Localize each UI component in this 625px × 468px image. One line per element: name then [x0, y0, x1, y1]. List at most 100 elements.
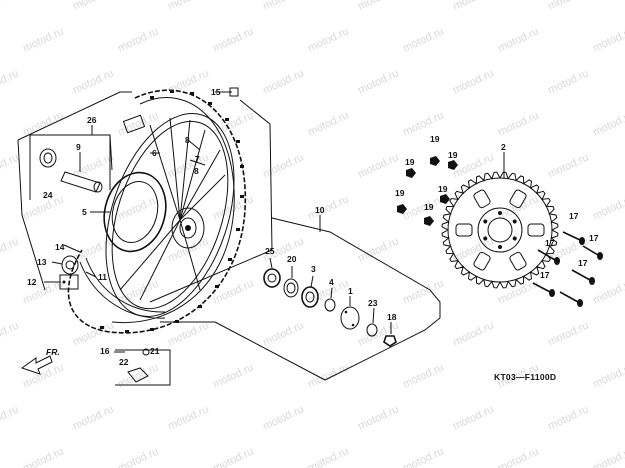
- callout-13: 13: [37, 257, 47, 267]
- watermark-text: motod.ru: [71, 403, 115, 432]
- watermark-text: motod.ru: [546, 403, 590, 432]
- watermark-text: motod.ru: [116, 109, 160, 138]
- watermark-text: motod.ru: [166, 151, 210, 180]
- watermark-text: motod.ru: [546, 0, 590, 13]
- callout-22: 22: [119, 357, 129, 367]
- watermark-text: motod.ru: [71, 0, 115, 13]
- callout-17c: 17: [545, 238, 555, 248]
- watermark-text: motod.ru: [0, 403, 21, 432]
- watermark-text: motod.ru: [0, 67, 21, 96]
- watermark-text: motod.ru: [306, 25, 350, 54]
- watermark-text: motod.ru: [166, 403, 210, 432]
- callout-6: 6: [152, 148, 157, 158]
- callout-23: 23: [368, 298, 378, 308]
- sprocket-bolt-hole: [483, 236, 488, 241]
- watermark-text: motod.ru: [451, 0, 495, 13]
- sprocket-window: [527, 223, 545, 237]
- sprocket-bolt-hole: [512, 236, 517, 241]
- sprocket-bolt-hole: [483, 219, 488, 224]
- front-direction-indicator: FR.: [20, 347, 60, 375]
- watermark-text: motod.ru: [496, 109, 540, 138]
- watermark-text: motod.ru: [451, 403, 495, 432]
- callout-17e: 17: [540, 270, 550, 280]
- callout-17d: 17: [578, 258, 588, 268]
- watermark-text: motod.ru: [356, 319, 400, 348]
- callout-19f: 19: [424, 202, 434, 212]
- callout-3: 3: [311, 264, 316, 274]
- watermark-text: motod.ru: [116, 193, 160, 222]
- sprocket-window: [509, 189, 527, 209]
- callout-14: 14: [55, 242, 65, 252]
- watermark-text: motod.ru: [591, 361, 625, 390]
- watermark-text: motod.ru: [0, 319, 21, 348]
- watermark-text: motod.ru: [21, 109, 65, 138]
- washer-23: [366, 323, 378, 337]
- watermark-text: motod.ru: [71, 67, 115, 96]
- watermark-text: motod.ru: [591, 277, 625, 306]
- watermark-text: motod.ru: [71, 319, 115, 348]
- callout-11: 11: [98, 272, 107, 282]
- sprocket-bolt-hole: [498, 245, 502, 249]
- watermark-text: motod.ru: [21, 25, 65, 54]
- watermark-text: motod.ru: [356, 151, 400, 180]
- driven-sprocket: [441, 171, 559, 289]
- watermark-text: motod.ru: [306, 361, 350, 390]
- rim-lock: [122, 114, 146, 134]
- watermark-text: motod.ru: [496, 445, 540, 468]
- callout-8b: 8: [194, 166, 199, 176]
- sprocket-window: [509, 251, 527, 271]
- watermark-text: motod.ru: [496, 25, 540, 54]
- bearing-25: [263, 268, 281, 288]
- watermark-text: motod.ru: [211, 445, 255, 468]
- watermark-text: motod.ru: [166, 319, 210, 348]
- watermark-text: motod.ru: [451, 67, 495, 96]
- callout-21: 21: [150, 346, 160, 356]
- callout-17b: 17: [589, 233, 599, 243]
- watermark-text: motod.ru: [451, 151, 495, 180]
- callout-10: 10: [315, 205, 325, 215]
- callout-24: 24: [43, 190, 53, 200]
- callout-4: 4: [329, 277, 334, 287]
- watermark-text: motod.ru: [591, 109, 625, 138]
- callout-9: 9: [76, 142, 81, 152]
- sprocket-nuts: [397, 156, 458, 226]
- watermark-text: motod.ru: [591, 193, 625, 222]
- sprocket-window: [473, 251, 491, 271]
- sprocket-window: [455, 223, 473, 237]
- axle-parts-box: [160, 217, 441, 381]
- seal-20: [283, 278, 299, 298]
- callout-25: 25: [265, 246, 275, 256]
- watermark-text: motod.ru: [401, 445, 445, 468]
- watermark-text: motod.ru: [116, 445, 160, 468]
- callout-7: 7: [195, 154, 200, 164]
- watermark-text: motod.ru: [546, 151, 590, 180]
- arrow-left-icon: [20, 355, 53, 375]
- callout-5: 5: [82, 207, 87, 217]
- watermark-text: motod.ru: [306, 109, 350, 138]
- watermark-text: motod.ru: [306, 193, 350, 222]
- callout-2: 2: [501, 142, 506, 152]
- callout-19d: 19: [438, 184, 448, 194]
- rim-band: [79, 261, 166, 319]
- callout-15: 15: [211, 87, 221, 97]
- callout-18: 18: [387, 312, 397, 322]
- rear-wheel: [67, 89, 247, 334]
- callouts: 1 2 3 4 5 6 7 8 8 9 10 11 12 13 14 15 16…: [27, 87, 599, 367]
- watermark-text: motod.ru: [356, 403, 400, 432]
- watermark-text: motod.ru: [0, 0, 21, 13]
- watermark-text: motod.ru: [401, 25, 445, 54]
- diagram-code: KT03—F1100D: [494, 372, 556, 382]
- watermark-text: motod.ru: [591, 445, 625, 468]
- watermark-text: motod.ru: [591, 25, 625, 54]
- watermark-text: motod.ru: [261, 67, 305, 96]
- tire-knobs: [100, 90, 244, 333]
- watermark-text: motod.ru: [356, 0, 400, 13]
- watermark-text: motod.ru: [116, 25, 160, 54]
- sprocket-bolts: [532, 231, 603, 307]
- watermark-text: motod.ru: [261, 319, 305, 348]
- watermark-text: motod.ru: [546, 319, 590, 348]
- watermark-text: motod.ru: [21, 445, 65, 468]
- hub-flange: [171, 207, 205, 249]
- watermark-text: motod.ru: [261, 151, 305, 180]
